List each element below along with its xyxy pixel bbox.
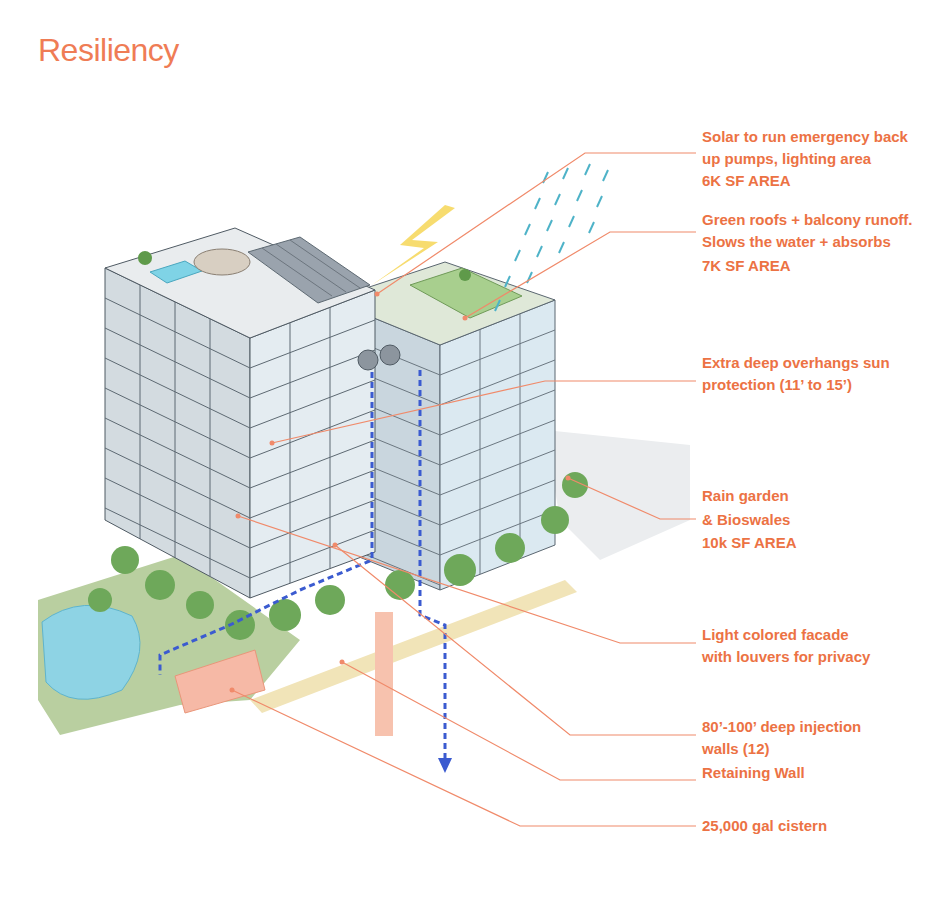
tree [459,269,471,281]
callout-label: 6K SF AREA [702,170,930,192]
green-roof [410,268,522,318]
diagram-title: Resiliency [38,31,179,69]
paved-ground [545,430,690,560]
cistern [175,650,265,713]
tree [385,570,415,600]
leader-line [465,232,696,318]
callout-label: Solar to run emergency back up pumps, li… [702,126,917,170]
callout-label: Rain garden & Bioswales [702,484,797,532]
callout-label: Green roofs + balcony runoff. Slows the … [702,209,932,253]
tree [186,591,214,619]
tree [138,251,152,265]
tree [495,533,525,563]
tree [111,546,139,574]
water-pipe [160,372,372,675]
base-trees [88,472,588,640]
leader-line [377,153,696,294]
floor-lines [250,307,375,583]
leader-line [568,478,696,519]
callout-label: Extra deep overhangs sun protection (11’… [702,352,932,396]
tree [541,506,569,534]
leader-dot [340,660,345,665]
leader-dot [236,514,241,519]
sand-strip [250,580,577,713]
leader-lines [232,153,696,826]
callout-label: Light colored facade with louvers for pr… [702,624,877,668]
callout-label: 25,000 gal cistern [702,815,930,837]
callout-label: Retaining Wall [702,762,930,784]
water-pipe [420,370,445,758]
lightning-bolt [372,205,455,285]
rain-dashes [495,164,608,311]
lake [42,605,140,699]
leader-line [335,545,696,735]
tree [315,585,345,615]
water-tank [380,345,400,365]
tower-face [250,290,375,598]
leader-line [342,662,696,780]
tower-face [440,300,555,590]
floor-lines [105,285,250,578]
callout-label: 10k SF AREA [702,532,930,554]
tree [444,554,476,586]
leader-dots [230,292,571,693]
callout-label: 80’-100’ deep injection walls (12) [702,716,887,760]
tree [88,588,112,612]
solar-panels [248,237,370,303]
leader-dot [375,292,380,297]
leader-line [232,690,696,826]
injection-wall [375,612,393,736]
arrowhead [438,758,452,773]
solar-panel-lines [262,240,360,296]
leader-dot [333,543,338,548]
leader-dot [463,316,468,321]
leader-dot [566,476,571,481]
floor-lines [440,314,555,574]
tower-roof [105,228,375,338]
leader-dot [270,441,275,446]
callout-label: 7K SF AREA [702,255,930,277]
water-tank [358,350,378,370]
leader-dot [230,688,235,693]
leader-line [272,381,696,443]
roof-pavilion [194,249,250,275]
tree [145,570,175,600]
leader-line [238,516,696,643]
